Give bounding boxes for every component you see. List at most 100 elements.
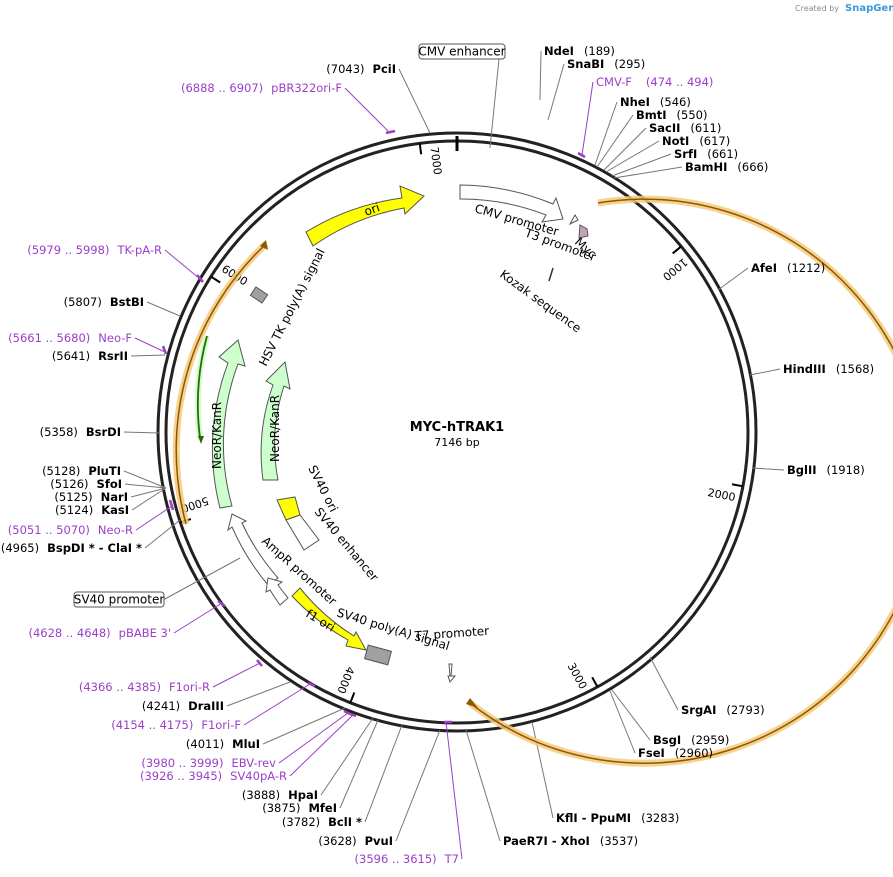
feature-ori[interactable] xyxy=(305,185,425,247)
boxed-label-text: CMV enhancer xyxy=(418,45,505,59)
restriction-site[interactable]: BglII(1918) xyxy=(787,463,865,477)
primer-range: (5661 .. 5680) xyxy=(8,331,90,345)
restriction-site[interactable]: PvuI(3628) xyxy=(318,834,393,848)
feature-kozak-mark[interactable] xyxy=(548,267,554,282)
site-leader-line xyxy=(123,431,161,434)
restriction-site[interactable]: PaeR7I - XhoI(3537) xyxy=(503,834,638,848)
primer-label[interactable]: Neo-R(5051 .. 5070) xyxy=(8,523,133,537)
site-name: NotI xyxy=(662,134,689,148)
primer-binding-mark[interactable] xyxy=(196,274,204,283)
restriction-site[interactable]: HindIII(1568) xyxy=(783,362,874,376)
restriction-site[interactable]: HpaI(3888) xyxy=(242,788,318,802)
primer-name: EBV-rev xyxy=(231,756,276,770)
primer-label[interactable]: F1ori-R(4366 .. 4385) xyxy=(79,680,210,694)
site-leader-line xyxy=(364,724,403,823)
site-leader-line xyxy=(539,50,542,101)
primer-binding-mark[interactable] xyxy=(577,151,586,159)
primer-range: (3926 .. 3945) xyxy=(140,769,222,783)
boxed-label-frame[interactable] xyxy=(418,43,506,60)
restriction-site[interactable]: NarI(5125) xyxy=(54,490,128,504)
feature-sv40-polyA[interactable] xyxy=(363,644,393,666)
site-leader-line xyxy=(594,101,618,166)
feature-t3-promoter[interactable] xyxy=(568,214,579,226)
primer-binding-mark[interactable] xyxy=(217,599,226,608)
primer-name: CMV-F xyxy=(596,75,632,89)
primer-leader-line xyxy=(164,249,201,280)
site-name: BmtI xyxy=(636,108,667,122)
primer-label[interactable]: CMV-F(474 .. 494) xyxy=(596,75,713,89)
restriction-site[interactable]: PciI(7043) xyxy=(326,62,396,76)
primer-label[interactable]: pBABE 3'(4628 .. 4648) xyxy=(29,626,172,640)
restriction-site[interactable]: PluTI(5128) xyxy=(42,464,121,478)
site-position: (5126) xyxy=(50,477,88,491)
restriction-site[interactable]: NdeI(189) xyxy=(544,44,615,58)
restriction-site[interactable]: SrfI(661) xyxy=(674,147,738,161)
primer-label[interactable]: Neo-F(5661 .. 5680) xyxy=(8,331,132,345)
orf-hTRAK1-arc[interactable] xyxy=(467,195,893,767)
site-leader-line xyxy=(603,127,647,171)
primer-binding-mark[interactable] xyxy=(307,681,316,688)
feature-ampr-promoter-inner[interactable] xyxy=(265,577,289,606)
feature-neor-inner[interactable] xyxy=(260,360,291,481)
primer-name: pBR322ori-F xyxy=(271,81,342,95)
site-name: BstBI xyxy=(110,295,144,309)
primer-label[interactable]: T7(3596 .. 3615) xyxy=(355,852,459,866)
feature-hsv-tk-polyA[interactable] xyxy=(249,286,269,304)
primer-label[interactable]: EBV-rev(3980 .. 3999) xyxy=(141,756,276,770)
feature-myc-tag[interactable] xyxy=(578,224,589,239)
feature-ampr-promoter-outer[interactable] xyxy=(227,513,279,586)
site-position: (5124) xyxy=(55,503,93,517)
site-name: HindIII xyxy=(783,362,826,376)
primer-label[interactable]: TK-pA-R(5979 .. 5998) xyxy=(27,243,162,257)
restriction-site[interactable]: BspDI * - ClaI *(4965) xyxy=(1,541,142,555)
site-position: (5125) xyxy=(54,490,92,504)
primer-binding-mark[interactable] xyxy=(385,129,396,135)
primer-binding-mark[interactable] xyxy=(343,709,351,716)
restriction-site[interactable]: SnaBI(295) xyxy=(567,57,645,71)
restriction-site[interactable]: RsrII(5641) xyxy=(52,349,128,363)
primer-range: (4154 .. 4175) xyxy=(111,718,193,732)
restriction-site[interactable]: SfoI (5126) xyxy=(50,477,122,491)
primer-leader-line xyxy=(134,337,166,353)
restriction-site[interactable]: AfeI(1212) xyxy=(751,261,825,275)
restriction-site[interactable]: BclI *(3782) xyxy=(282,815,362,829)
restriction-site[interactable]: DraIII(4241) xyxy=(142,699,224,713)
restriction-site[interactable]: KasI(5124) xyxy=(55,503,129,517)
feature-cmv-promoter[interactable] xyxy=(459,184,564,223)
site-name: SfoI xyxy=(97,477,122,491)
site-position: (189) xyxy=(584,44,615,58)
feature-t7-promoter[interactable] xyxy=(447,663,457,684)
restriction-site[interactable]: NotI(617) xyxy=(662,134,730,148)
primer-binding-mark[interactable] xyxy=(168,499,175,511)
site-name: SrgAI xyxy=(681,703,716,717)
primer-range: (4366 .. 4385) xyxy=(79,680,161,694)
primer-binding-mark[interactable] xyxy=(349,712,357,718)
restriction-site[interactable]: MfeI(3875) xyxy=(262,801,337,815)
site-leader-line xyxy=(395,729,441,842)
primer-name: T7 xyxy=(444,852,459,866)
restriction-site[interactable]: BstBI(5807) xyxy=(64,295,144,309)
site-leader-line xyxy=(749,368,781,376)
restriction-site[interactable]: SacII(611) xyxy=(649,121,721,135)
restriction-site[interactable]: BsgI(2959) xyxy=(653,733,729,747)
primer-label[interactable]: SV40pA-R(3926 .. 3945) xyxy=(140,769,287,783)
primer-label[interactable]: F1ori-F(4154 .. 4175) xyxy=(111,718,241,732)
primer-binding-mark[interactable] xyxy=(161,345,168,355)
restriction-site[interactable]: FseI(2960) xyxy=(638,746,713,760)
restriction-site[interactable]: SrgAI(2793) xyxy=(681,703,765,717)
feature-neor-outer[interactable] xyxy=(211,339,246,509)
restriction-site[interactable]: NheI(546) xyxy=(620,95,691,109)
restriction-site[interactable]: MluI(4011) xyxy=(186,737,260,751)
restriction-site[interactable]: BsrDI(5358) xyxy=(40,425,121,439)
orf-neo-line xyxy=(197,335,208,439)
restriction-site[interactable]: BmtI(550) xyxy=(636,108,707,122)
feature-sv40-enhancer[interactable] xyxy=(285,514,320,551)
feature-f1-ori[interactable] xyxy=(291,587,367,651)
site-position: (3888) xyxy=(242,788,280,802)
restriction-site[interactable]: KflI - PpuMI(3283) xyxy=(556,811,679,825)
restriction-site[interactable]: BamHI(666) xyxy=(685,160,768,174)
primer-label[interactable]: pBR322ori-F(6888 .. 6907) xyxy=(181,81,342,95)
primer-binding-mark[interactable] xyxy=(256,659,263,667)
site-leader-line xyxy=(339,719,379,809)
boxed-label-frame[interactable] xyxy=(73,591,165,608)
